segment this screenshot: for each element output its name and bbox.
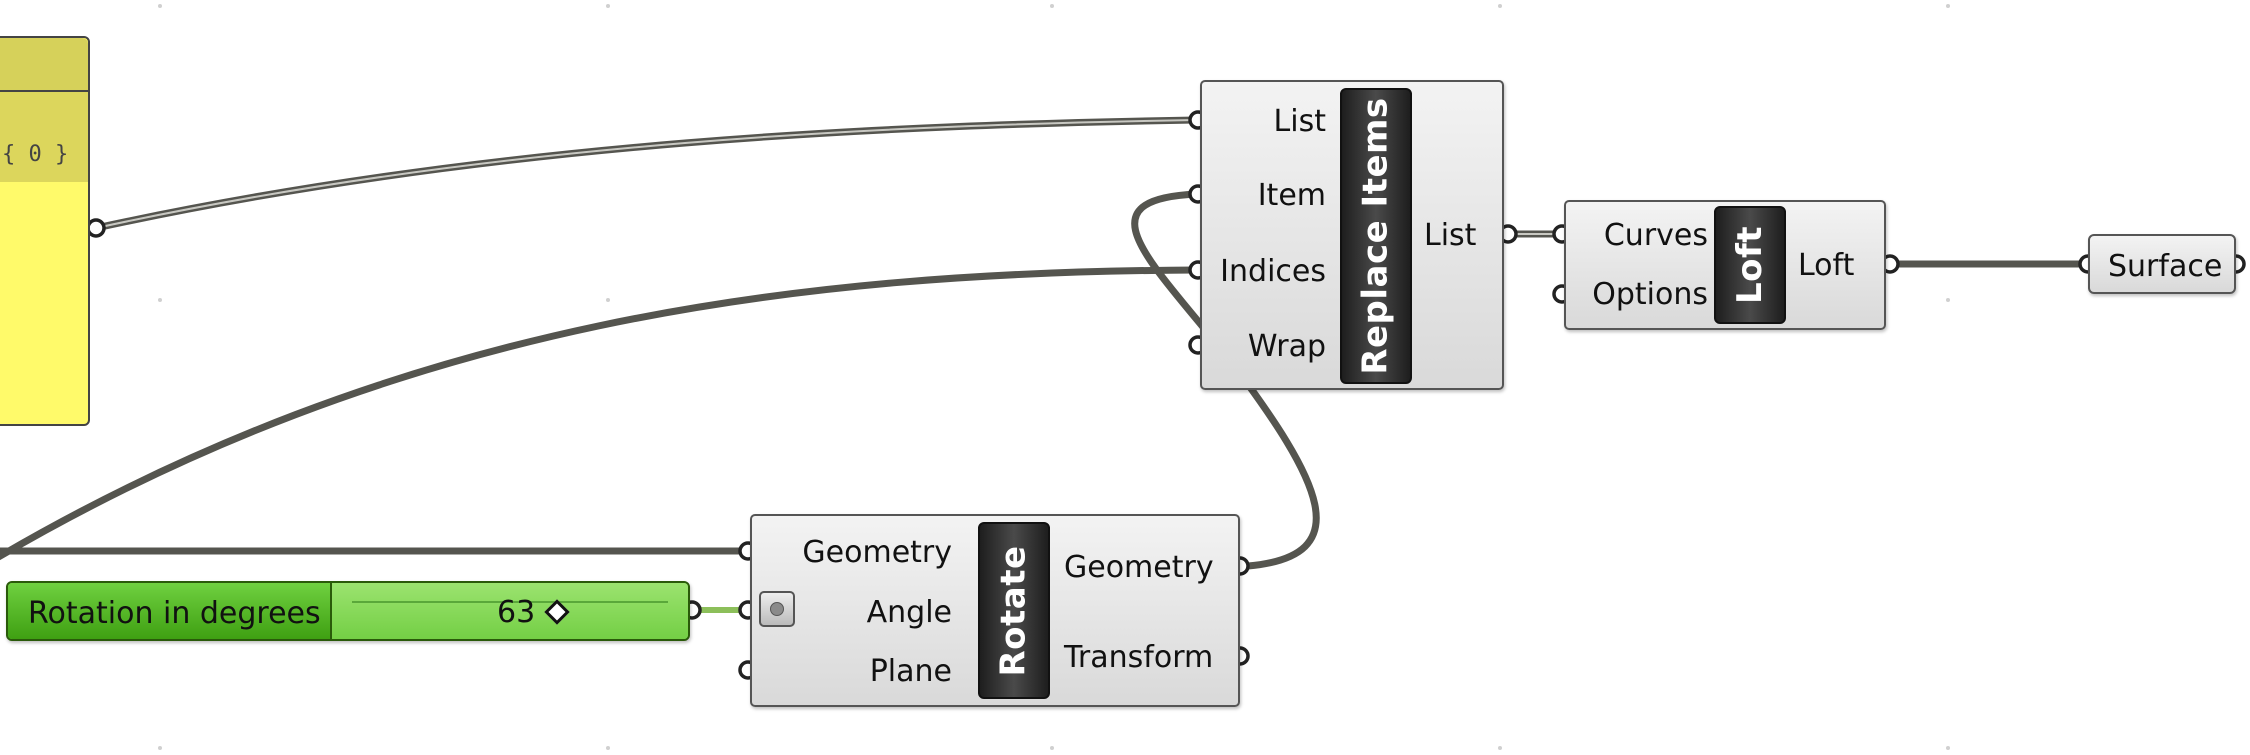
surface-param[interactable]: Surface xyxy=(2088,234,2236,294)
rotate-input-angle: Angle xyxy=(866,595,952,630)
rotate-output-geometry: Geometry xyxy=(1064,550,1214,585)
loft-title: Loft xyxy=(1714,206,1786,324)
loft-component[interactable]: Curves Options Loft Loft xyxy=(1564,200,1886,330)
panel-path-label: { 0 } xyxy=(2,142,69,167)
panel-header xyxy=(0,38,88,92)
panel-path-row xyxy=(0,92,88,182)
rotate-input-geometry: Geometry xyxy=(802,535,952,570)
rotate-input-plane: Plane xyxy=(869,654,952,689)
slider-value: 63 xyxy=(497,595,536,630)
loft-output-loft: Loft xyxy=(1798,248,1855,283)
rotate-output-transform: Transform xyxy=(1064,640,1214,675)
replace-input-indices: Indices xyxy=(1220,254,1326,289)
replace-input-item: Item xyxy=(1257,178,1326,213)
toggle-dot-icon xyxy=(770,602,784,616)
panel-output-grip[interactable] xyxy=(86,218,106,238)
wire-panel-to-list-inner xyxy=(95,119,1197,229)
surface-label: Surface xyxy=(2108,249,2223,284)
slider-track[interactable]: 63 xyxy=(332,583,688,639)
loft-input-curves: Curves xyxy=(1603,218,1708,253)
slider-name-area: Rotation in degrees xyxy=(8,583,332,639)
wire-source-to-indices[interactable] xyxy=(0,266,1200,562)
wire-panel-to-list[interactable] xyxy=(92,116,1200,232)
slider-rail xyxy=(352,601,668,615)
rotate-component[interactable]: Geometry Angle Plane Rotate Geometry Tra… xyxy=(750,514,1240,707)
rotate-title: Rotate xyxy=(978,522,1050,699)
replace-output-list: List xyxy=(1424,218,1477,253)
angle-degrees-toggle[interactable] xyxy=(759,591,795,627)
replace-items-component[interactable]: List Item Indices Wrap Replace Items Lis… xyxy=(1200,80,1504,390)
loft-input-options: Options xyxy=(1592,277,1708,312)
rotation-slider[interactable]: Rotation in degrees 63 xyxy=(6,581,690,641)
yellow-panel[interactable]: { 0 } xyxy=(0,36,90,426)
replace-input-list: List xyxy=(1273,104,1326,139)
replace-input-wrap: Wrap xyxy=(1247,329,1326,364)
slider-name-label: Rotation in degrees xyxy=(28,596,321,631)
replace-items-title: Replace Items xyxy=(1340,88,1412,384)
